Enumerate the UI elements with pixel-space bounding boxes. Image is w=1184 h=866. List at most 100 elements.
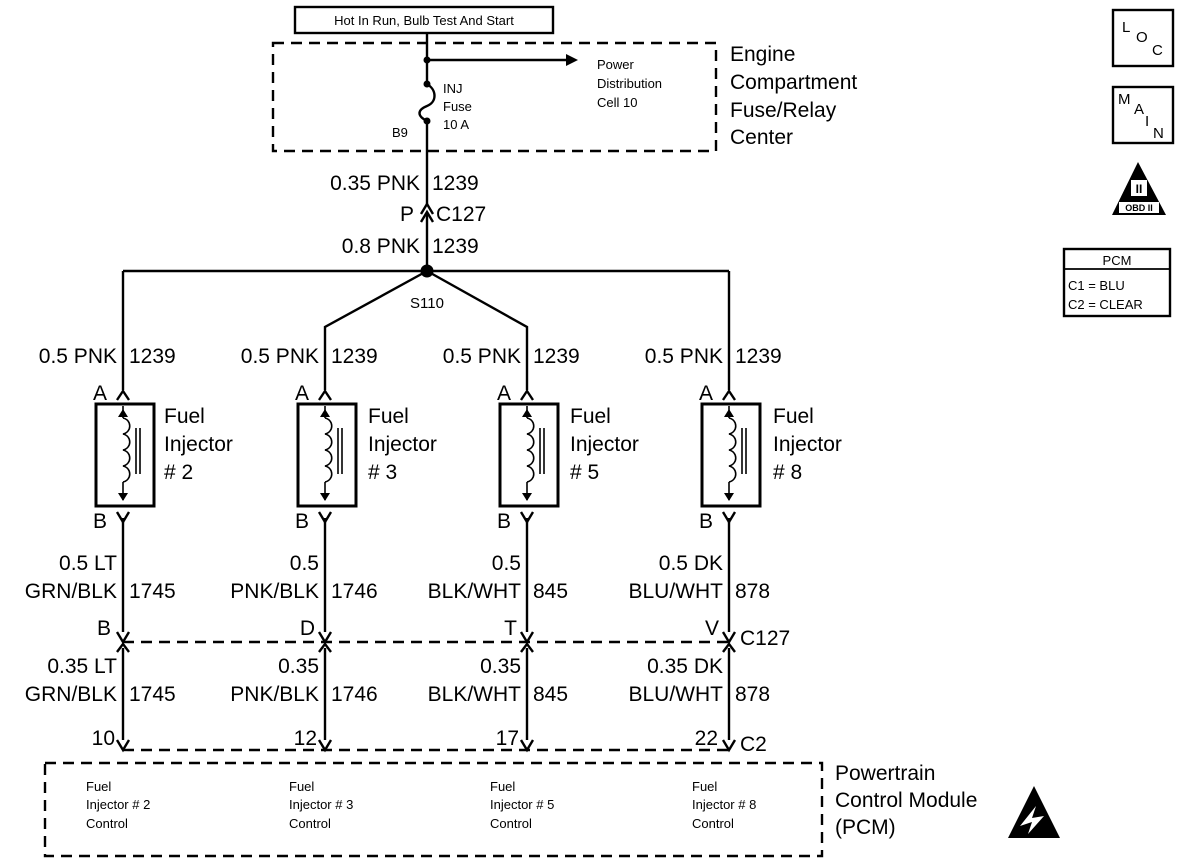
pin-b: B bbox=[93, 510, 107, 533]
pcm-gauge-1: 0.35 bbox=[480, 655, 521, 678]
pcm-label-2: Injector # 3 bbox=[289, 797, 353, 812]
c127-lower-label: C127 bbox=[740, 627, 790, 650]
pcm-pin: 22 bbox=[695, 727, 718, 750]
injector-name-3: # 3 bbox=[368, 461, 397, 484]
loc-char-3: C bbox=[1152, 42, 1163, 59]
c127-connector: C127 bbox=[123, 627, 790, 650]
pcm-gauge-2: BLK/WHT bbox=[428, 683, 522, 706]
feed-gauge: 0.5 PNK bbox=[443, 345, 521, 368]
feed-gauge: 0.5 PNK bbox=[39, 345, 117, 368]
lower-circuit: 1239 bbox=[432, 235, 479, 258]
c127-pin: V bbox=[705, 617, 719, 640]
solenoid-coil-icon bbox=[728, 417, 737, 483]
pin-a: A bbox=[295, 382, 309, 405]
c127-pin: B bbox=[97, 617, 111, 640]
pin-b: B bbox=[295, 510, 309, 533]
pcm-gauge-1: 0.35 bbox=[278, 655, 319, 678]
obd-label: OBD II bbox=[1125, 203, 1153, 213]
pcm-label-1: Fuel bbox=[289, 779, 314, 794]
injector-name-2: Injector bbox=[570, 433, 639, 456]
pcm-circuit: 1745 bbox=[129, 683, 176, 706]
pcm-label-1: Fuel bbox=[692, 779, 717, 794]
source-label-text: Hot In Run, Bulb Test And Start bbox=[334, 13, 514, 28]
pcm-legend-line-1: C1 = BLU bbox=[1068, 278, 1125, 293]
injector-name-3: # 8 bbox=[773, 461, 802, 484]
injector-group: 0.5 PNK 1239 A Fuel Injector # 2 B 0.5 L… bbox=[25, 345, 842, 831]
pcm-circuit: 1746 bbox=[331, 683, 378, 706]
ret-gauge-1: 0.5 LT bbox=[59, 552, 117, 575]
source-label: Hot In Run, Bulb Test And Start bbox=[293, 5, 555, 35]
pin-b: B bbox=[699, 510, 713, 533]
lower-gauge: 0.8 PNK bbox=[342, 235, 420, 258]
fuse-center-name-4: Center bbox=[730, 126, 793, 149]
injector-name-2: Injector bbox=[368, 433, 437, 456]
pcm-label-2: Injector # 2 bbox=[86, 797, 150, 812]
c2-connector: C2 bbox=[123, 733, 767, 756]
fuse-center-name-1: Engine bbox=[730, 43, 795, 66]
ret-circuit: 878 bbox=[735, 580, 770, 603]
pcm-module: Powertrain Control Module (PCM) bbox=[43, 761, 1060, 858]
injector-name-2: Injector bbox=[164, 433, 233, 456]
pcm-gauge-1: 0.35 DK bbox=[647, 655, 723, 678]
feed-circuit: 1239 bbox=[129, 345, 176, 368]
feed-circuit: 1239 bbox=[331, 345, 378, 368]
main-char-1: M bbox=[1118, 91, 1131, 108]
arrow-right-icon bbox=[566, 54, 578, 66]
power-line-3: Cell 10 bbox=[597, 95, 637, 110]
pcm-label-3: Control bbox=[86, 816, 128, 831]
pcm-circuit: 878 bbox=[735, 683, 770, 706]
fuse-line-2: Fuse bbox=[443, 99, 472, 114]
pcm-legend-title: PCM bbox=[1103, 253, 1132, 268]
pin-a: A bbox=[699, 382, 713, 405]
fuse-center-name-3: Fuse/Relay bbox=[730, 99, 837, 122]
injector-name-3: # 2 bbox=[164, 461, 193, 484]
injector-2: 0.5 PNK 1239 A Fuel Injector # 2 B 0.5 L… bbox=[25, 345, 233, 831]
pcm-pin: 12 bbox=[294, 727, 317, 750]
pcm-name-2: Control Module bbox=[835, 789, 977, 812]
fuse-relay-center: B9 INJ Fuse 10 A Power Distribution Cell… bbox=[271, 33, 857, 153]
loc-char-1: L bbox=[1122, 19, 1130, 36]
connector-male-icon bbox=[419, 201, 435, 215]
feed-gauge: 0.5 PNK bbox=[645, 345, 723, 368]
power-line-1: Power bbox=[597, 57, 635, 72]
fuse-line-3: 10 A bbox=[443, 117, 469, 132]
pcm-label-3: Control bbox=[692, 816, 734, 831]
c127-pin-p: P bbox=[400, 203, 414, 226]
pcm-pin: 10 bbox=[92, 727, 115, 750]
c127-pin: D bbox=[300, 617, 315, 640]
c127-pin: T bbox=[504, 617, 517, 640]
injector-name-1: Fuel bbox=[570, 405, 611, 428]
ret-gauge-1: 0.5 bbox=[492, 552, 521, 575]
pcm-name-3: (PCM) bbox=[835, 816, 896, 839]
esd-warning-icon bbox=[1008, 786, 1060, 838]
pin-b: B bbox=[497, 510, 511, 533]
injector-name-1: Fuel bbox=[368, 405, 409, 428]
fuse-icon bbox=[418, 82, 436, 123]
injector-name-1: Fuel bbox=[773, 405, 814, 428]
injector-5: 0.5 PNK 1239 A Fuel Injector # 5 B 0.5 B… bbox=[428, 345, 639, 831]
main-char-3: I bbox=[1145, 113, 1149, 130]
splice-label: S110 bbox=[410, 295, 444, 312]
power-line-2: Distribution bbox=[597, 76, 662, 91]
main-char-2: A bbox=[1134, 101, 1144, 118]
loc-char-2: O bbox=[1136, 29, 1148, 46]
feed-circuit: 1239 bbox=[735, 345, 782, 368]
injector-3: 0.5 PNK 1239 A Fuel Injector # 3 B 0.5 P… bbox=[230, 345, 437, 831]
pcm-legend-line-2: C2 = CLEAR bbox=[1068, 297, 1143, 312]
loc-icon: L O C bbox=[1111, 8, 1175, 68]
injector-8: 0.5 PNK 1239 A Fuel Injector # 8 B 0.5 D… bbox=[629, 345, 842, 831]
solenoid-coil-icon bbox=[526, 417, 535, 483]
injector-name-2: Injector bbox=[773, 433, 842, 456]
pcm-gauge-2: BLU/WHT bbox=[629, 683, 724, 706]
main-wire: 0.35 PNK 1239 P C127 0.8 PNK 1239 S110 bbox=[121, 151, 731, 390]
pcm-gauge-2: GRN/BLK bbox=[25, 683, 117, 706]
solenoid-coil-icon bbox=[122, 417, 131, 483]
c2-label: C2 bbox=[740, 733, 767, 756]
pin-a: A bbox=[497, 382, 511, 405]
fuse-line-1: INJ bbox=[443, 81, 463, 96]
pcm-gauge-2: PNK/BLK bbox=[230, 683, 319, 706]
ret-gauge-2: PNK/BLK bbox=[230, 580, 319, 603]
ret-circuit: 845 bbox=[533, 580, 568, 603]
pcm-label-1: Fuel bbox=[86, 779, 111, 794]
